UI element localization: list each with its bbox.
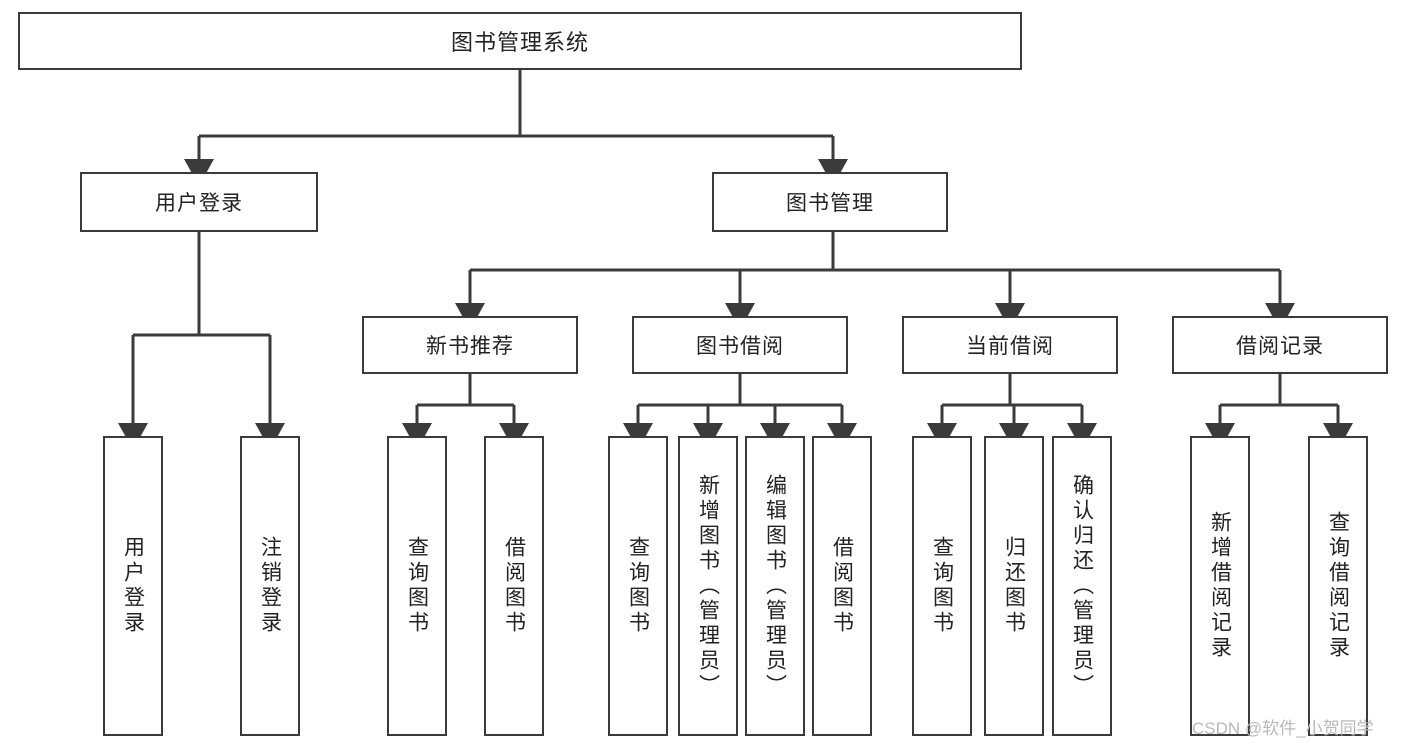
node-root-system[interactable]: 图书管理系统 — [18, 12, 1022, 70]
node-leaf-user-logout[interactable]: 注销登录 — [240, 436, 300, 736]
node-leaf-query-book-current[interactable]: 查询图书 — [912, 436, 972, 736]
node-leaf-return-book[interactable]: 归还图书 — [984, 436, 1044, 736]
node-label: 借阅图书 — [830, 536, 854, 636]
node-leaf-query-book-borrow[interactable]: 查询图书 — [608, 436, 668, 736]
watermark-credit: CSDN @软件_小贺同学 — [1192, 719, 1374, 738]
node-leaf-edit-book-admin[interactable]: 编辑图书（管理员） — [745, 436, 805, 736]
node-label: 查询图书 — [405, 536, 429, 636]
node-leaf-add-borrow-record[interactable]: 新增借阅记录 — [1190, 436, 1250, 736]
node-leaf-borrow-book-borrow[interactable]: 借阅图书 — [812, 436, 872, 736]
node-leaf-query-borrow-record[interactable]: 查询借阅记录 — [1308, 436, 1368, 736]
node-leaf-add-book-admin[interactable]: 新增图书（管理员） — [678, 436, 738, 736]
node-label: 归还图书 — [1002, 536, 1026, 636]
node-current-borrow[interactable]: 当前借阅 — [902, 316, 1118, 374]
node-label: 查询图书 — [930, 536, 954, 636]
node-leaf-query-book-rec[interactable]: 查询图书 — [387, 436, 447, 736]
node-label: 查询图书 — [626, 536, 650, 636]
node-label: 查询借阅记录 — [1326, 511, 1350, 661]
node-leaf-user-login[interactable]: 用户登录 — [103, 436, 163, 736]
node-leaf-confirm-return-admin[interactable]: 确认归还（管理员） — [1052, 436, 1112, 736]
node-label: 新增借阅记录 — [1208, 511, 1232, 661]
node-borrow-record[interactable]: 借阅记录 — [1172, 316, 1388, 374]
node-leaf-borrow-book-rec[interactable]: 借阅图书 — [484, 436, 544, 736]
node-user-login[interactable]: 用户登录 — [80, 172, 318, 232]
node-new-book-recommendation[interactable]: 新书推荐 — [362, 316, 578, 374]
node-label: 编辑图书（管理员） — [763, 473, 787, 699]
node-label: 确认归还（管理员） — [1070, 473, 1094, 699]
node-label: 注销登录 — [258, 536, 282, 636]
node-book-borrow[interactable]: 图书借阅 — [632, 316, 848, 374]
node-label: 借阅图书 — [502, 536, 526, 636]
node-label: 新增图书（管理员） — [696, 473, 720, 699]
node-book-manage[interactable]: 图书管理 — [712, 172, 948, 232]
node-label: 用户登录 — [121, 536, 145, 636]
